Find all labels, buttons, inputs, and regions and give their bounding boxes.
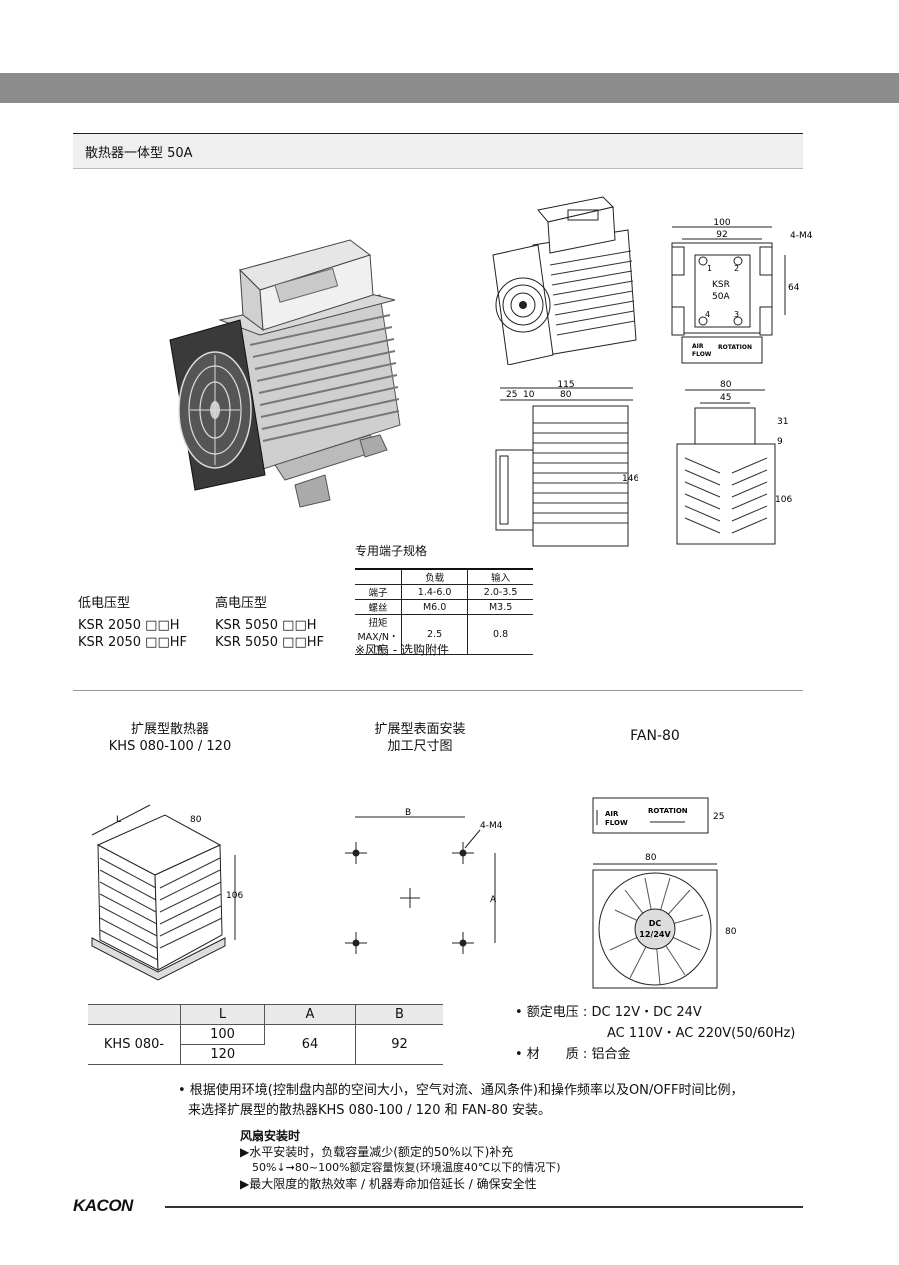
fan-spec: • 额定电压 : DC 12V・DC 24V AC 110V・AC 220V(5… xyxy=(515,1005,796,1062)
svg-text:45: 45 xyxy=(720,393,731,403)
relay-module xyxy=(239,239,374,332)
product-photo xyxy=(169,239,401,508)
svg-text:25: 25 xyxy=(713,812,724,822)
section-title: 散热器一体型 50A xyxy=(85,146,193,161)
section-divider xyxy=(73,690,803,691)
fan-unit xyxy=(169,319,266,491)
khs-model: KHS 080- xyxy=(88,1024,181,1065)
end-view-drawing: 80 45 31 9 106 xyxy=(676,380,792,545)
footer-line xyxy=(165,1206,803,1208)
svg-text:80: 80 xyxy=(190,815,202,825)
rating-label: 50A xyxy=(712,292,730,302)
svg-text:10: 10 xyxy=(523,390,535,400)
svg-text:AIR: AIR xyxy=(605,810,619,818)
terminal-spec-title: 专用端子规格 xyxy=(355,544,428,558)
svg-text:106: 106 xyxy=(226,891,243,901)
heatsink-title: 扩展型散热器 KHS 080-100 / 120 xyxy=(108,722,232,754)
svg-text:115: 115 xyxy=(557,380,574,390)
heatsink-drawing: L 80 106 xyxy=(91,804,243,981)
svg-text:AIR: AIR xyxy=(692,343,704,350)
svg-text:80: 80 xyxy=(725,927,737,937)
svg-text:80: 80 xyxy=(645,853,657,863)
fan-install-notes: 风扇安装时 ▶水平安装时，负载容量减少(额定的50%以下)补充 50%↓➞80~… xyxy=(240,1129,561,1191)
svg-text:B: B xyxy=(405,808,411,818)
svg-text:9: 9 xyxy=(777,437,783,447)
svg-text:31: 31 xyxy=(777,417,788,427)
fan-title: FAN-80 xyxy=(630,728,680,744)
dim-4m4: 4-M4 xyxy=(790,231,813,241)
svg-text:FLOW: FLOW xyxy=(692,351,712,358)
fan-drawing: AIR FLOW ROTATION 25 80 DC 12/24V 80 xyxy=(592,797,737,989)
dim-100: 100 xyxy=(713,218,730,228)
fan-option-note: ※风扇 - 选购附件 xyxy=(355,643,450,657)
svg-text:106: 106 xyxy=(775,495,792,505)
mount-drawing: B 4-M4 A xyxy=(345,808,503,954)
svg-text:4: 4 xyxy=(705,310,710,319)
high-voltage-models: 高电压型 KSR 5050 □□H KSR 5050 □□HF xyxy=(215,596,324,650)
col-load: 负载 xyxy=(400,568,469,585)
svg-text:25: 25 xyxy=(506,390,517,400)
svg-text:FLOW: FLOW xyxy=(605,819,628,827)
top-band xyxy=(0,73,899,103)
khs-table: L A B KHS 080- 100 64 92 120 xyxy=(88,1004,443,1065)
col-input: 输入 xyxy=(467,568,533,585)
selection-note: • 根据使用环境(控制盘内部的空间大小，空气对流、通风条件)和操作频率以及ON/… xyxy=(178,1083,744,1118)
svg-text:80: 80 xyxy=(560,390,572,400)
svg-text:ROTATION: ROTATION xyxy=(648,807,688,815)
dim-64: 64 xyxy=(788,283,800,293)
low-voltage-models: 低电压型 KSR 2050 □□H KSR 2050 □□HF xyxy=(78,596,187,650)
svg-text:12/24V: 12/24V xyxy=(639,930,671,939)
svg-text:3: 3 xyxy=(734,310,739,319)
heatsink-fins xyxy=(234,294,401,508)
section-header: 散热器一体型 50A xyxy=(73,133,803,169)
dim-92: 92 xyxy=(716,230,727,240)
svg-text:ROTATION: ROTATION xyxy=(718,344,752,351)
svg-text:1: 1 xyxy=(707,264,712,273)
terminal-spec-table: 负载 输入 端子 1.4-6.0 2.0-3.5 螺丝 M6.0 M3.5 扭矩… xyxy=(355,568,533,655)
svg-text:80: 80 xyxy=(720,380,732,390)
mount-title: 扩展型表面安装 加工尺寸图 xyxy=(374,722,466,754)
svg-text:146: 146 xyxy=(622,474,638,484)
svg-text:L: L xyxy=(116,815,121,825)
svg-text:DC: DC xyxy=(649,919,662,928)
front-view-drawing: 100 92 4-M4 1 2 4 3 KSR 50A 64 AIR FLOW … xyxy=(671,218,813,364)
model-label: KSR xyxy=(712,280,730,290)
side-view-drawing: 115 25 10 80 146 xyxy=(495,380,638,547)
svg-text:A: A xyxy=(490,895,497,905)
svg-text:2: 2 xyxy=(734,264,739,273)
iso-drawing xyxy=(492,196,637,365)
svg-text:4-M4: 4-M4 xyxy=(480,821,503,831)
kacon-logo: KACON xyxy=(73,1196,133,1215)
